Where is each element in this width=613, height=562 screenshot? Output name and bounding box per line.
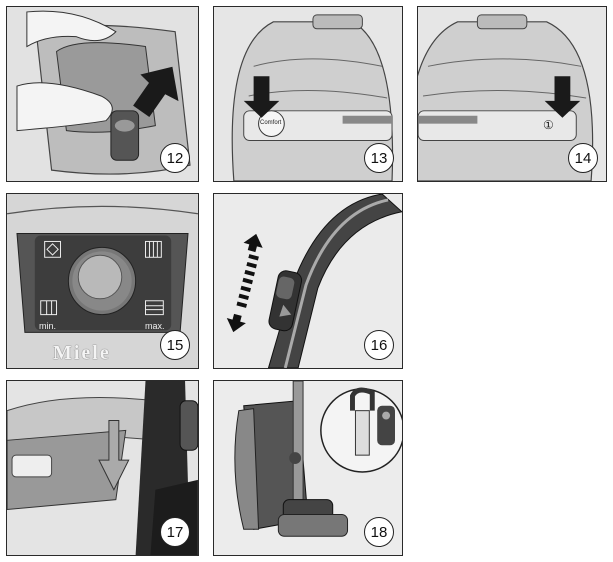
min-power-label: min.: [39, 321, 57, 331]
figure-17-panel: 17: [6, 380, 199, 556]
figure-16-panel: 16: [213, 193, 403, 369]
figure-15-panel: min. max. Miele 15: [6, 193, 199, 369]
upholstery-icon: [145, 300, 164, 316]
figure-number-badge: 16: [364, 330, 394, 360]
figure-18-panel: 18: [213, 380, 403, 556]
slide-direction-arrow-icon: [226, 233, 263, 333]
figure-12-illustration: [7, 7, 198, 181]
hard-floor-icon: [145, 240, 162, 258]
figure-number-badge: 12: [160, 143, 190, 173]
carpet-icon: [44, 240, 61, 258]
figure-number-badge: 14: [568, 143, 598, 173]
figure-14-panel: ① 14: [417, 6, 607, 182]
figure-12-panel: 12: [6, 6, 199, 182]
figure-18-illustration: [214, 381, 402, 555]
figure-number-badge: 13: [364, 143, 394, 173]
figure-number-badge: 17: [160, 517, 190, 547]
curtain-icon: [40, 300, 58, 316]
comfort-button-label: Comfort: [260, 120, 282, 126]
power-button-symbol: ①: [543, 118, 554, 132]
figure-15-illustration: [7, 194, 198, 368]
figure-number-badge: 15: [160, 330, 190, 360]
figure-13-panel: Comfort 13: [213, 6, 403, 182]
brand-logo: Miele: [53, 342, 111, 364]
figure-14-illustration: [418, 7, 606, 181]
max-power-label: max.: [145, 321, 165, 331]
figure-number-badge: 18: [364, 517, 394, 547]
